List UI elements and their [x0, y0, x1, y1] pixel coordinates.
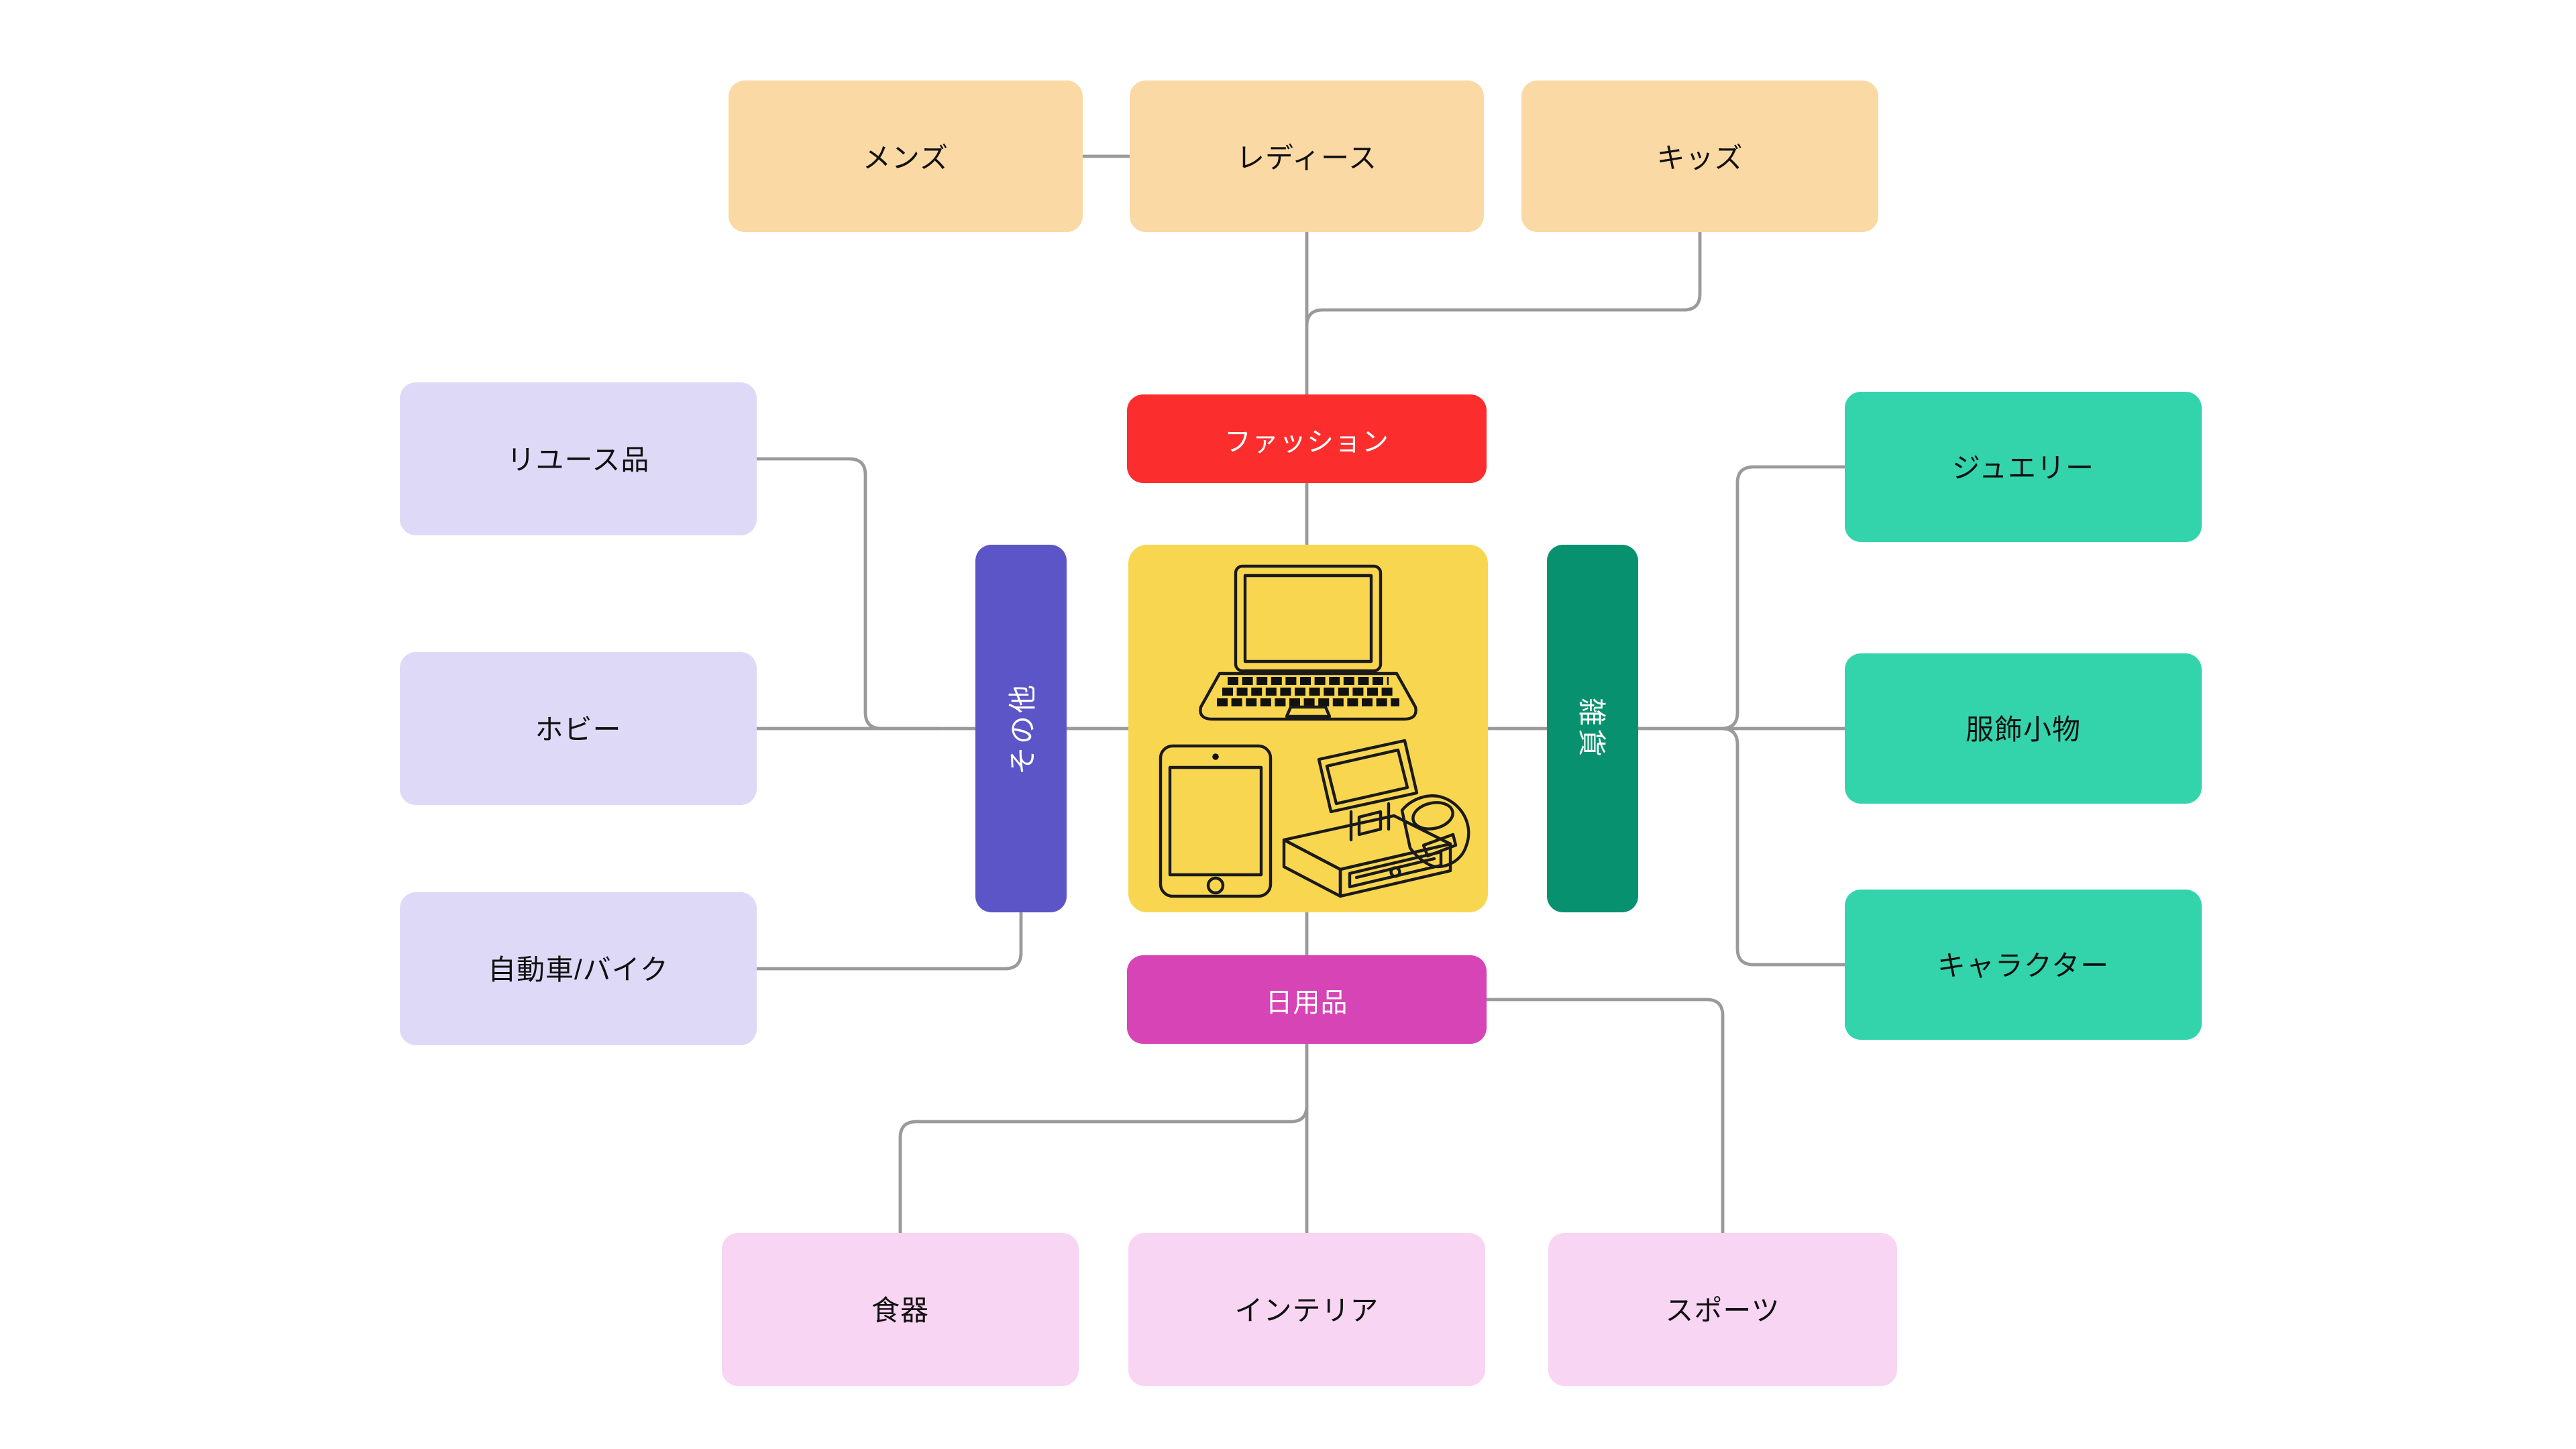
node-label: ファッション [1224, 427, 1389, 457]
node-car-bike[interactable]: 自動車/バイク [400, 892, 757, 1045]
node-label: 日用品 [1265, 988, 1348, 1018]
node-center-electronics[interactable] [1128, 545, 1488, 912]
node-kids[interactable]: キッズ [1521, 80, 1878, 232]
node-label: レディース [1236, 143, 1377, 174]
node-sports[interactable]: スポーツ [1548, 1233, 1897, 1386]
electronics-illustration [1159, 564, 1470, 898]
node-label: ホビー [535, 715, 622, 746]
edge-kids-branch [1305, 232, 1702, 327]
node-others[interactable]: その他 [975, 545, 1067, 912]
tablet-icon [1159, 744, 1273, 898]
edge-carbike-others [757, 912, 1023, 971]
node-label: リユース品 [506, 445, 650, 476]
node-fashion[interactable]: ファッション [1127, 394, 1487, 483]
node-label: 自動車/バイク [488, 955, 669, 986]
node-mens[interactable]: メンズ [729, 80, 1083, 232]
laptop-icon [1199, 564, 1417, 721]
edge-daily-sports [1487, 998, 1725, 1233]
node-hobby[interactable]: ホビー [400, 652, 757, 805]
node-label: 服飾小物 [1966, 715, 2081, 746]
node-reuse[interactable]: リユース品 [400, 382, 757, 535]
node-label: メンズ [862, 143, 949, 174]
node-label: ジュエリー [1951, 453, 2095, 484]
node-label: キャラクター [1937, 951, 2110, 982]
node-sundries[interactable]: 雑貨 [1547, 545, 1638, 912]
node-label: キッズ [1656, 143, 1743, 174]
node-interior[interactable]: インテリア [1128, 1233, 1485, 1386]
edge-trunk-jewelry [1721, 465, 1845, 731]
edge-daily-tableware [898, 1105, 1309, 1233]
node-ladies[interactable]: レディース [1130, 80, 1484, 232]
edge-trunk-character [1721, 727, 1845, 967]
pos-register-icon [1282, 739, 1470, 898]
node-label: 食器 [871, 1296, 929, 1327]
node-tableware[interactable]: 食器 [722, 1233, 1079, 1386]
node-character[interactable]: キャラクター [1845, 890, 2202, 1040]
node-label: その他 [1008, 682, 1038, 775]
node-jewelry[interactable]: ジュエリー [1845, 392, 2202, 542]
node-daily[interactable]: 日用品 [1127, 955, 1487, 1044]
node-label: スポーツ [1665, 1296, 1780, 1327]
node-label: 雑貨 [1575, 698, 1606, 759]
node-label: インテリア [1234, 1296, 1379, 1327]
node-accessories[interactable]: 服飾小物 [1845, 653, 2202, 804]
edge-reuse-others [757, 457, 939, 731]
